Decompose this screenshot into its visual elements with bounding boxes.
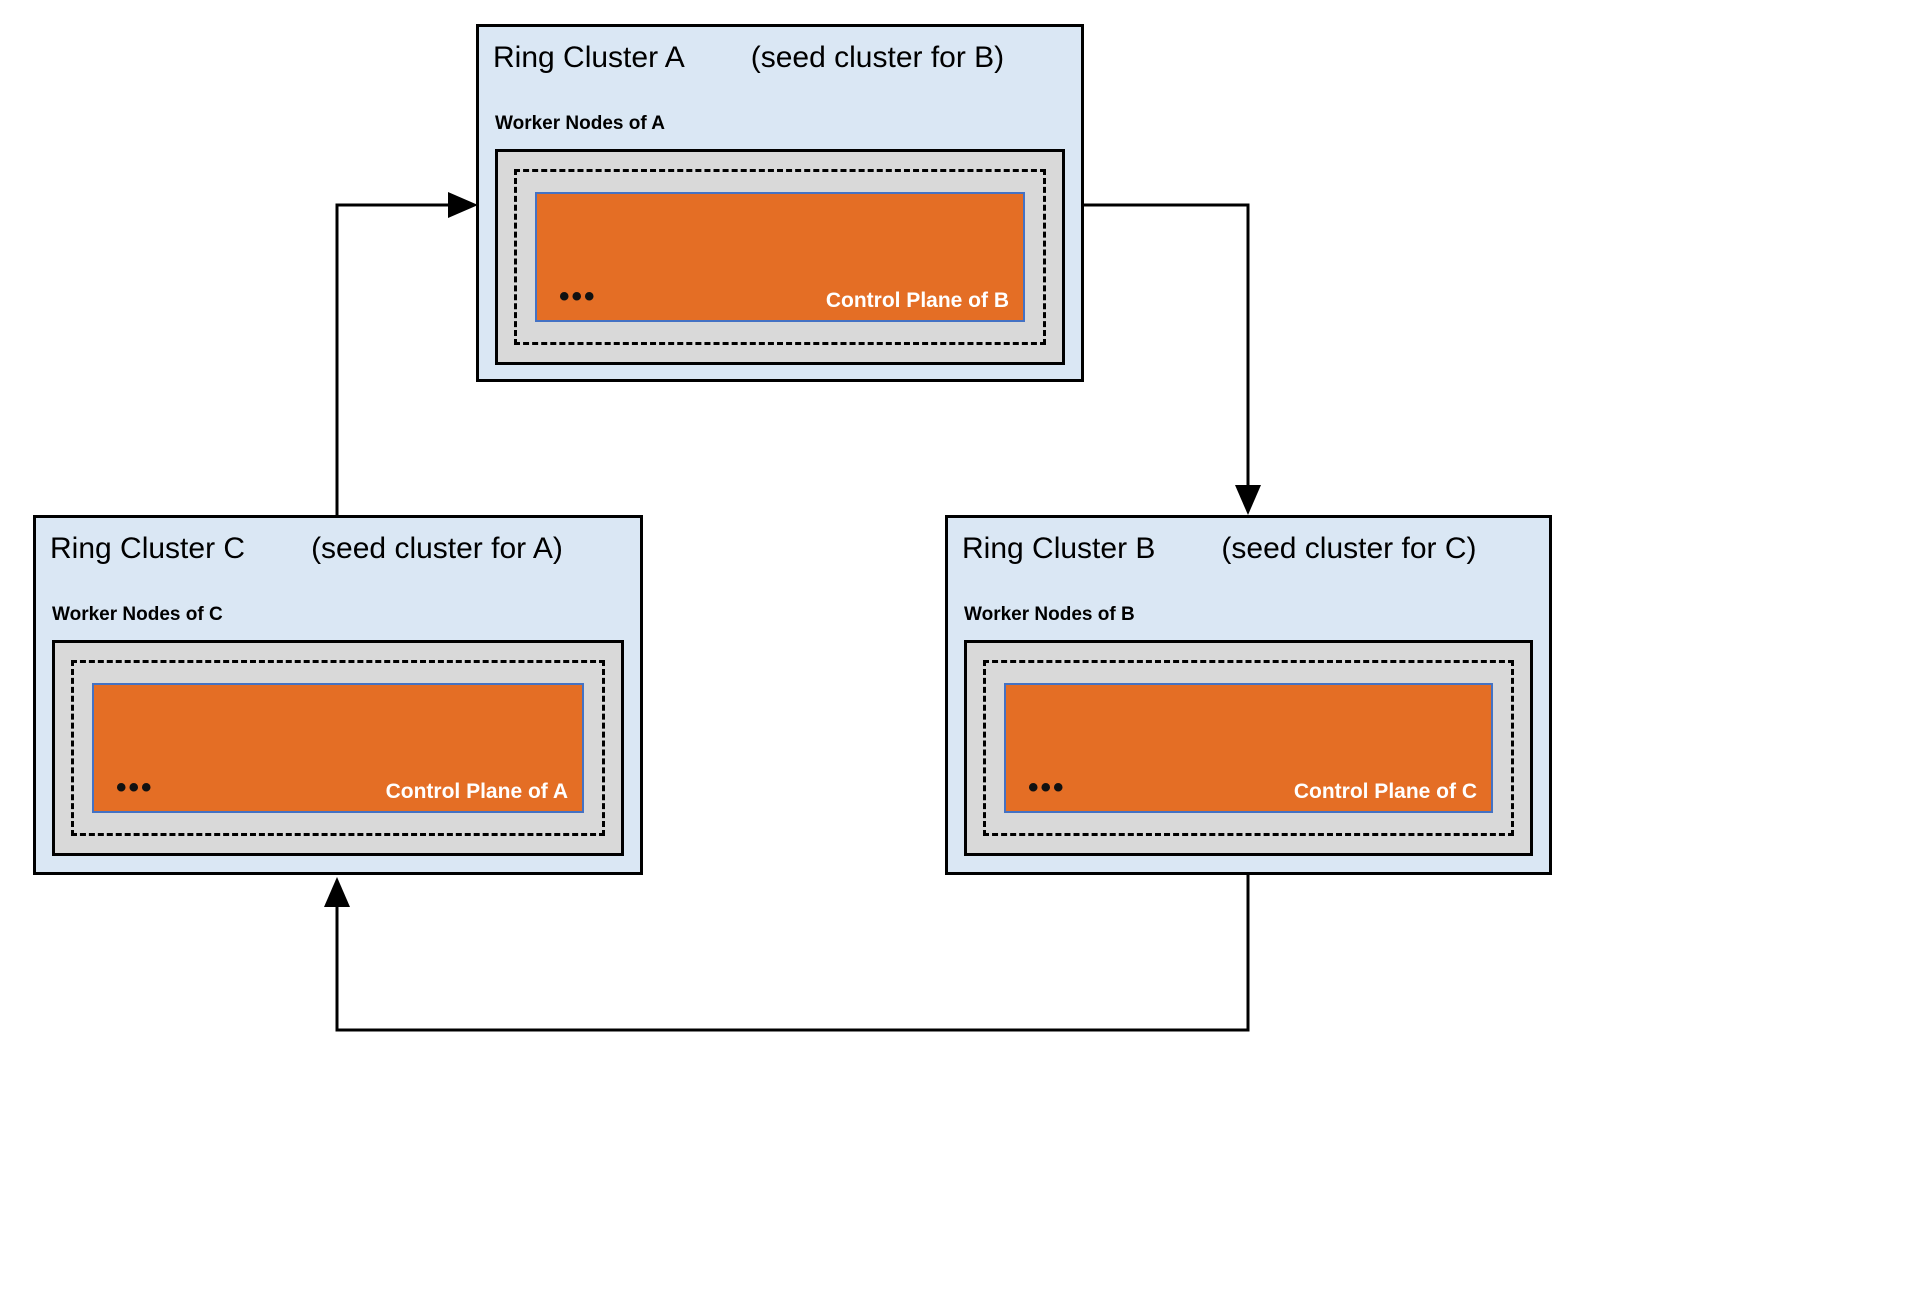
cluster-a: Ring Cluster A (seed cluster for B) Work… [476, 24, 1084, 382]
cluster-a-control-plane-label: Control Plane of B [825, 288, 1009, 312]
cluster-a-worker-label: Worker Nodes of A [495, 113, 665, 134]
cluster-b-worker-box: ••• Control Plane of C [964, 640, 1533, 856]
cluster-c-title: Ring Cluster C [50, 532, 246, 565]
arrow-c-to-a [335, 192, 478, 515]
cluster-a-hosted-control-plane: ••• Control Plane of B [535, 192, 1025, 322]
cluster-b-worker-label: Worker Nodes of B [964, 604, 1135, 625]
cluster-a-ellipsis-dots: ••• [559, 280, 597, 313]
cluster-c-worker-box: ••• Control Plane of A [52, 640, 624, 856]
arrow-a-to-b [1084, 203, 1261, 515]
cluster-a-worker-box: ••• Control Plane of B [495, 149, 1065, 365]
cluster-a-header: Ring Cluster A (seed cluster for B) [493, 41, 1067, 75]
cluster-c-hosted-control-plane: ••• Control Plane of A [92, 683, 584, 813]
cluster-b-subtitle: (seed cluster for C) [1221, 532, 1477, 565]
cluster-c-subtitle: (seed cluster for A) [311, 532, 563, 565]
cluster-c-control-plane-label: Control Plane of A [385, 779, 568, 803]
cluster-b-control-plane-label: Control Plane of C [1293, 779, 1477, 803]
cluster-c-worker-label: Worker Nodes of C [52, 604, 223, 625]
cluster-b-ellipsis-dots: ••• [1028, 771, 1066, 804]
cluster-b-header: Ring Cluster B (seed cluster for C) [962, 532, 1535, 566]
cluster-a-title: Ring Cluster A [493, 41, 685, 74]
cluster-b: Ring Cluster B (seed cluster for C) Work… [945, 515, 1552, 875]
cluster-b-hosted-control-plane: ••• Control Plane of C [1004, 683, 1493, 813]
arrow-b-to-c [324, 875, 1250, 1032]
cluster-a-dashed-boundary: ••• Control Plane of B [514, 169, 1046, 345]
cluster-c-ellipsis-dots: ••• [116, 771, 154, 804]
cluster-c-dashed-boundary: ••• Control Plane of A [71, 660, 605, 836]
cluster-c: Ring Cluster C (seed cluster for A) Work… [33, 515, 643, 875]
cluster-b-dashed-boundary: ••• Control Plane of C [983, 660, 1514, 836]
cluster-a-subtitle: (seed cluster for B) [750, 41, 1005, 74]
cluster-c-header: Ring Cluster C (seed cluster for A) [50, 532, 626, 566]
cluster-b-title: Ring Cluster B [962, 532, 1156, 565]
